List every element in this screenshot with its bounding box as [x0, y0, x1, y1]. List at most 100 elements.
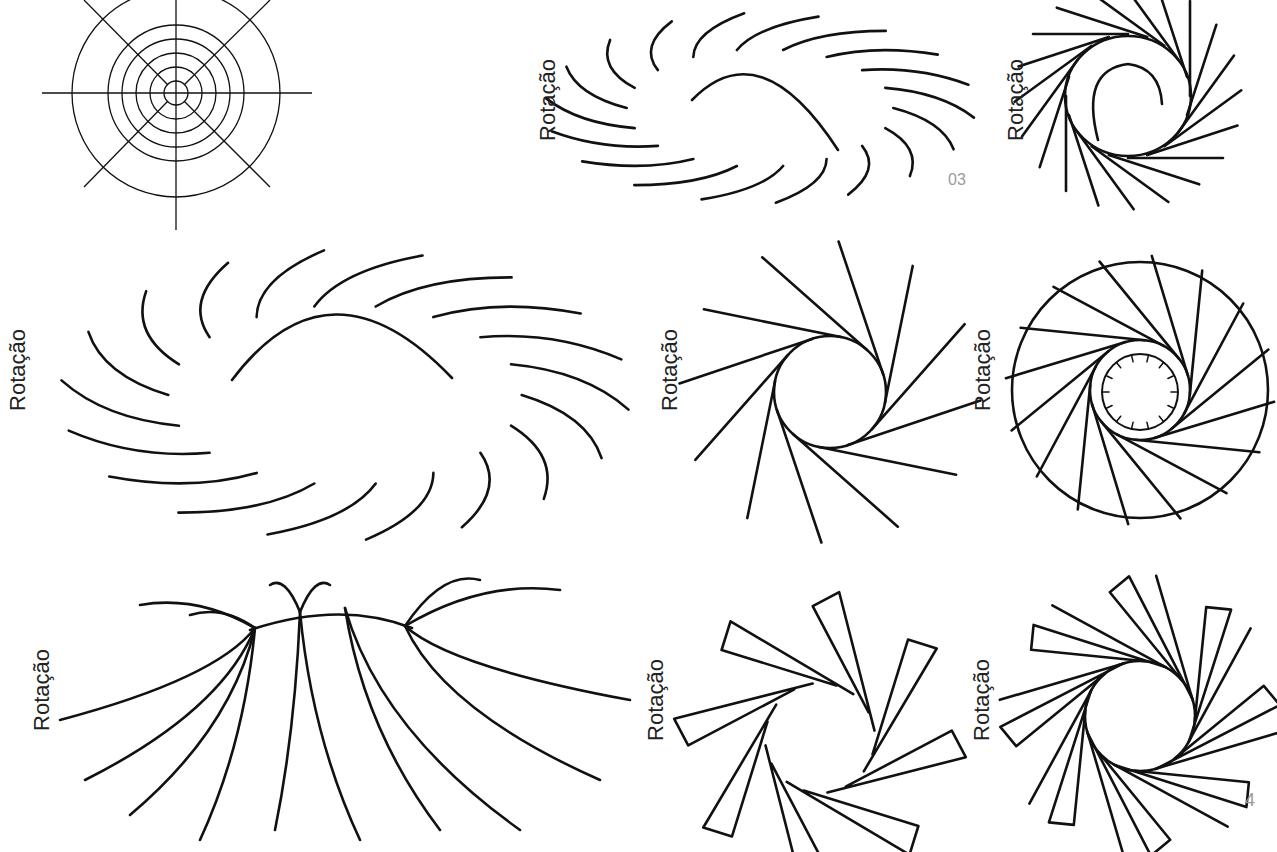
wedge-blade: [864, 640, 937, 772]
swirl-stroke: [607, 40, 634, 88]
swirl-stroke: [827, 50, 938, 57]
swirl-stroke: [702, 166, 784, 199]
tangent-line: [704, 309, 841, 337]
tangent-line: [1052, 605, 1166, 667]
center-arc: [250, 614, 412, 630]
tangent-line: [793, 434, 898, 527]
swirl-stroke: [88, 332, 168, 395]
swirl-stroke: [582, 159, 693, 166]
tangent-line: [1033, 33, 1128, 36]
fan-stroke: [405, 626, 600, 780]
tangent-line: [747, 381, 775, 518]
tangent-line: [1037, 366, 1096, 476]
fan-stroke: [200, 628, 255, 840]
swirl-stroke: [480, 336, 621, 359]
swirl-stroke: [893, 108, 953, 149]
inner-circle: [1102, 354, 1178, 430]
tangent-line: [1114, 764, 1228, 826]
fan-stroke: [300, 583, 330, 612]
fan-stroke: [140, 603, 255, 628]
wedge-blade: [787, 782, 919, 852]
tangent-line: [1135, 440, 1259, 452]
swirl-stroke: [885, 128, 912, 176]
tangent-line: [1188, 628, 1250, 742]
swirl-stroke: [62, 380, 180, 425]
grid-line: [184, 101, 270, 187]
swirl-stroke: [314, 256, 422, 307]
tangent-line: [695, 355, 788, 460]
wedge-blade: [1088, 734, 1170, 852]
tangent-line: [1092, 404, 1128, 524]
swirl-stroke: [376, 277, 512, 306]
grid-line: [84, 101, 168, 187]
tick-mark: [1147, 355, 1149, 362]
tick-mark: [1116, 362, 1120, 368]
swirl-stroke: [511, 364, 629, 409]
fan-stroke: [60, 628, 255, 720]
tangent-line: [1156, 576, 1193, 701]
swirl-stroke: [69, 431, 210, 454]
swirl-stroke: [268, 484, 376, 535]
outer-circle: [1012, 262, 1268, 518]
polar-grid: [42, 0, 312, 230]
wedge-blade: [813, 592, 875, 730]
rotation-label: Rotação: [1005, 59, 1027, 141]
tangent-line: [1006, 342, 1126, 378]
sketch-group: [60, 0, 1277, 852]
swirl-stroke: [433, 307, 580, 317]
tangent-line: [1087, 732, 1124, 852]
tangent-line: [1029, 690, 1091, 804]
tangent-line: [1190, 271, 1202, 395]
swirl-stroke: [511, 426, 548, 499]
tick-mark: [1171, 391, 1178, 393]
fan-stroke: [405, 588, 560, 626]
fan-stroke: [345, 608, 520, 830]
grid-line: [175, 0, 176, 230]
grid-line: [184, 0, 270, 85]
grid-line: [42, 92, 312, 93]
tangent-line: [1178, 56, 1234, 133]
rotation-label: Rotação: [972, 329, 994, 411]
tangent-line: [1019, 37, 1109, 66]
tick-mark: [1159, 362, 1163, 368]
swirl-stroke: [885, 88, 974, 118]
grid-line: [84, 0, 168, 85]
tick-mark: [1132, 422, 1134, 429]
swirl-stroke: [862, 69, 968, 84]
tangent-line: [680, 339, 813, 384]
swirl-stroke: [109, 473, 256, 483]
rotation-label: Rotação: [7, 329, 29, 411]
swirl-stroke: [200, 263, 228, 337]
hub-circle: [774, 336, 886, 448]
wedge-blade: [703, 705, 776, 837]
rotation-label: Rotação: [31, 649, 53, 731]
tangent-line: [819, 447, 956, 475]
wedge-blade: [1000, 664, 1122, 746]
sketch-number: 03: [948, 172, 966, 188]
tick-mark: [1102, 391, 1109, 393]
tangent-line: [848, 401, 981, 446]
tick-mark: [1106, 406, 1112, 409]
fan-stroke: [405, 626, 630, 700]
swirl-stroke: [634, 166, 737, 185]
tangent-line: [1092, 146, 1169, 202]
wedge-blade: [766, 745, 828, 852]
tick-mark: [1147, 422, 1149, 429]
fan-stroke: [130, 628, 255, 815]
tangent-line: [1184, 304, 1243, 414]
fan-stroke: [300, 612, 360, 840]
tangent-line: [1156, 732, 1277, 769]
inner-arc: [1093, 64, 1162, 140]
swirl-stroke: [848, 146, 869, 195]
swirl-stroke: [566, 67, 626, 108]
rotation-label: Rotação: [645, 659, 667, 741]
wedge-blade: [722, 621, 854, 694]
tangent-line: [1158, 0, 1187, 77]
tangent-line: [777, 410, 822, 543]
swirl-stroke: [142, 291, 179, 364]
fan-stroke: [405, 578, 480, 626]
wedge-blade: [674, 684, 812, 746]
swirl-stroke: [522, 395, 602, 458]
tangent-line: [1000, 663, 1125, 700]
